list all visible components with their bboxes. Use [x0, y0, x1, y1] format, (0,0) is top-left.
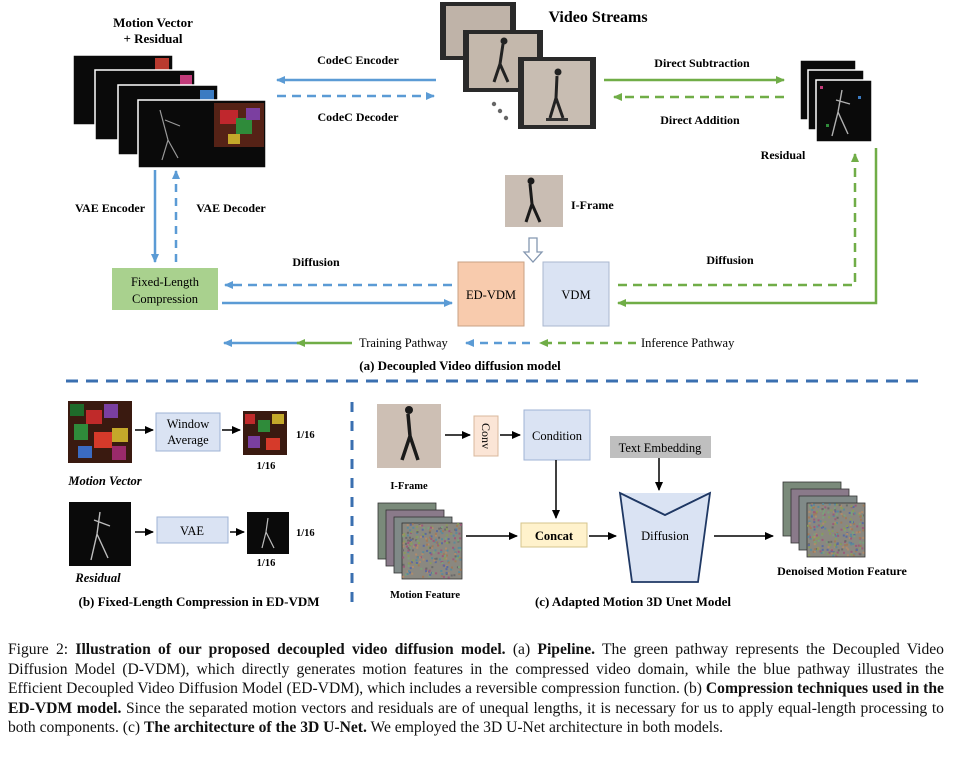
conv-label: Conv [479, 423, 493, 449]
diffusion-right-label: Diffusion [706, 253, 754, 267]
figure-caption: Figure 2: Illustration of our proposed d… [8, 640, 944, 738]
motion-feature-noise [377, 502, 463, 580]
fixed-length-compression-box [112, 268, 218, 310]
mv-residual-label-2: + Residual [123, 31, 182, 46]
vae-box [156, 516, 229, 544]
condition-label: Condition [532, 429, 583, 443]
vae-label: VAE [180, 524, 204, 538]
concat-label: Concat [535, 529, 574, 543]
panel-b-caption: (b) Fixed-Length Compression in ED-VDM [79, 594, 320, 609]
panel-b: Window Average 1/16 1/16 Motion Vector V… [67, 401, 320, 609]
panel-c-caption: (c) Adapted Motion 3D Unet Model [535, 594, 731, 609]
vae-decoder-label: VAE Decoder [196, 201, 266, 215]
iframe-label-c: I-Frame [390, 481, 428, 492]
caption-c-tag: (c) [122, 719, 141, 737]
residual-thumbnail-large [69, 502, 131, 566]
panel-c: I-Frame Conv Condition Text Embedding Mo… [377, 404, 908, 609]
mv-thumbnail-large [68, 401, 132, 463]
fixed-length-label-2: Compression [132, 292, 199, 306]
residual-label: Residual [761, 148, 806, 162]
residual-frames [799, 59, 873, 143]
condition-box [523, 409, 591, 461]
diffusion-unet-shape [618, 491, 712, 583]
window-average-box [155, 412, 221, 452]
iframe-label: I-Frame [571, 198, 614, 212]
concat-box [520, 522, 588, 548]
caption-a-head: Pipeline. [537, 641, 596, 658]
iframe-thumbnail-c [377, 404, 441, 468]
denoised-feature-noise [782, 481, 866, 558]
caption-a-tag: (a) [512, 641, 531, 658]
mv-fraction-below: 1/16 [257, 461, 276, 472]
figure-diagram: Motion Vector + Residual Video Streams [66, 2, 918, 610]
ed-vdm-box [457, 261, 525, 327]
legend-training-label: Training Pathway [359, 336, 449, 350]
mv-fraction-right: 1/16 [296, 430, 315, 441]
motion-vector-label: Motion Vector [67, 474, 141, 488]
window-label-2: Average [167, 433, 209, 447]
text-embedding-box [610, 436, 711, 458]
iframe-down-arrow [522, 237, 544, 263]
vdm-box [542, 261, 610, 327]
video-stream-frames [440, 2, 596, 129]
motion-feature-label: Motion Feature [390, 590, 460, 601]
mv-residual-frames [72, 54, 267, 169]
direct-addition-label: Direct Addition [660, 113, 740, 127]
window-label-1: Window [167, 417, 210, 431]
caption-a-text: The green pathway represents the Decoupl… [8, 641, 944, 698]
mv-residual-label-1: Motion Vector [113, 15, 193, 30]
ed-vdm-label: ED-VDM [466, 288, 516, 302]
mv-thumbnail-small [243, 411, 287, 455]
caption-c-text: We employed the 3D U-Net architecture in… [370, 719, 724, 737]
legend-inference-label: Inference Pathway [641, 336, 735, 350]
direct-subtraction-label: Direct Subtraction [654, 56, 750, 70]
vae-encoder-label: VAE Encoder [75, 201, 146, 215]
caption-label: Figure 2: [8, 641, 69, 658]
residual-label-b: Residual [74, 571, 121, 585]
residual-thumbnail-small [247, 512, 289, 554]
vdm-label: VDM [561, 288, 590, 302]
caption-b-head: Compression techniques used in the ED-VD… [8, 680, 944, 717]
fixed-length-label-1: Fixed-Length [131, 275, 200, 289]
codec-decoder-label: CodeC Decoder [318, 110, 400, 124]
caption-b-text: Since the separated motion vectors and r… [8, 699, 944, 737]
caption-b-tag: (b) [683, 680, 702, 698]
diffusion-training-arrow-right [617, 148, 878, 307]
codec-encoder-label: CodeC Encoder [317, 53, 399, 67]
diffusion-label-c: Diffusion [641, 529, 689, 543]
caption-c-head: The architecture of the 3D U-Net. [144, 719, 367, 737]
panel-a-caption: (a) Decoupled Video diffusion model [359, 358, 561, 373]
residual-fraction-below: 1/16 [257, 558, 276, 569]
caption-title: Illustration of our proposed decoupled v… [75, 641, 506, 658]
diffusion-left-label: Diffusion [292, 255, 340, 269]
panel-a: Motion Vector + Residual Video Streams [72, 2, 878, 373]
diffusion-inference-arrow-right [618, 153, 859, 287]
conv-box [473, 415, 499, 457]
denoised-label: Denoised Motion Feature [777, 564, 907, 578]
residual-fraction-right: 1/16 [296, 528, 315, 539]
video-streams-title: Video Streams [548, 9, 647, 26]
iframe-thumbnail [505, 175, 563, 227]
text-embedding-label: Text Embedding [619, 441, 703, 455]
